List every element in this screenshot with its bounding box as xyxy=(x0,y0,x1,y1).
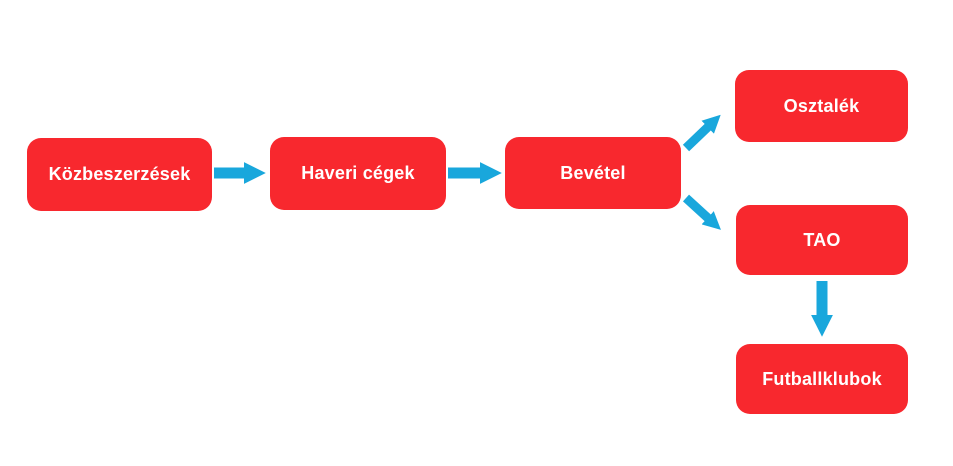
node-bevetel-label: Bevétel xyxy=(560,162,626,183)
node-haveri-cegek-label: Haveri cégek xyxy=(301,163,415,183)
node-tao: TAO xyxy=(736,205,908,275)
node-futballklubok-label: Futballklubok xyxy=(762,368,882,389)
node-kozbeszerzesek: Közbeszerzések xyxy=(27,138,212,211)
node-haveri-cegek: Haveri cégek xyxy=(270,137,446,210)
arrow-bevetel-to-tao xyxy=(682,194,721,230)
arrow-bevetel-to-osztalek xyxy=(682,114,721,152)
node-kozbeszerzesek-label: Közbeszerzések xyxy=(48,164,191,184)
node-osztalek: Osztalék xyxy=(735,70,908,142)
node-futballklubok: Futballklubok xyxy=(736,344,908,414)
node-osztalek-label: Osztalék xyxy=(783,95,860,116)
node-tao-label: TAO xyxy=(803,229,841,250)
node-bevetel: Bevétel xyxy=(505,137,681,209)
